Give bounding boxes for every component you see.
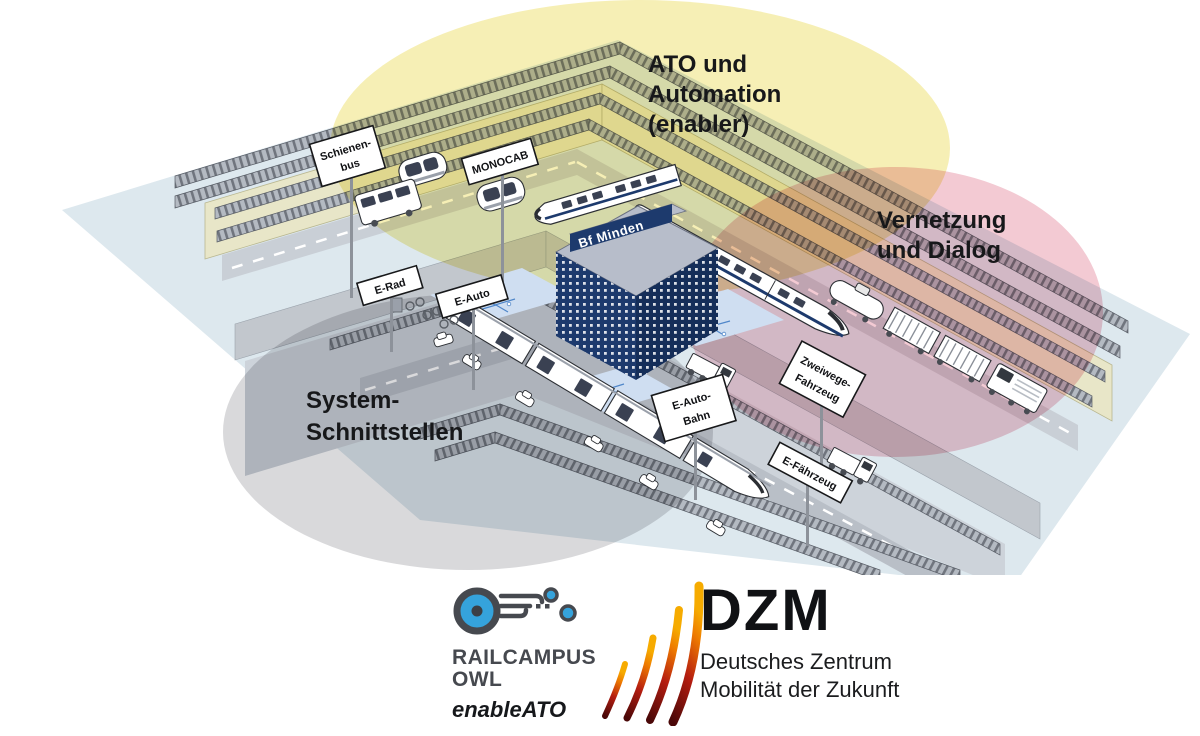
sign-zweiwege: Zweiwege- Fahrzeug (778, 339, 867, 419)
sign-e-auto: E-Auto (434, 273, 510, 320)
region-vernetzung-label: Vernetzung und Dialog (877, 207, 1006, 264)
regional-train (534, 163, 682, 225)
dzm-logo-abbr: DZM (700, 578, 832, 643)
station-facade-dots (556, 252, 636, 380)
boxcar (933, 334, 992, 383)
dzm-logo-arcs (595, 576, 715, 727)
region-ato-label: ATO und Automation (enabler) (648, 51, 781, 138)
sign-e-rad: E-Rad (355, 264, 424, 307)
railcampus-logo: RAILCAMPUS OWL enableATO (452, 582, 652, 723)
dzm-logo-subtitle: Deutsches Zentrum Mobilität der Zukunft (700, 648, 1020, 704)
railcampus-logo-name: RAILCAMPUS (452, 646, 596, 669)
sign-post (820, 400, 823, 468)
schienenbus-vehicle (354, 178, 422, 227)
railcampus-logo-icon (453, 587, 577, 635)
region-system-label: System- Schnittstellen (306, 387, 463, 446)
boxcar (882, 306, 942, 355)
sign-post (350, 172, 353, 298)
railcampus-logo-name2: OWL (452, 668, 503, 691)
sign-post (806, 482, 809, 546)
sign-schienenbus: Schienen- bus (308, 124, 387, 188)
dzm-subtitle-line2: Mobilität der Zukunft (700, 677, 900, 702)
dzm-logo: DZM Deutsches Zentrum Mobilität der Zuku… (700, 582, 1020, 704)
locomotive (986, 363, 1048, 415)
dzm-logo-icon (602, 581, 704, 727)
svg-text:Automation: Automation (648, 81, 781, 108)
station-building: Bf Minden (554, 203, 720, 380)
svg-text:System-: System- (306, 387, 399, 414)
station-facade-dots (636, 248, 718, 380)
road-band (512, 332, 955, 575)
railcampus-tagline: enableATO (452, 697, 567, 722)
tram-train (445, 295, 771, 499)
scene-illustration: Bf Minden Schienen- bus MONOCAB E-Rad E-… (62, 0, 1190, 575)
freight-train (829, 280, 1048, 415)
svg-text:bus: bus (339, 157, 361, 174)
svg-text:und Dialog: und Dialog (877, 237, 1001, 264)
sign-post (694, 428, 697, 500)
svg-text:ATO und: ATO und (648, 51, 747, 78)
region-system-ellipse (223, 294, 713, 570)
dzm-subtitle-line1: Deutsches Zentrum (700, 649, 892, 674)
sign-e-auto-bahn: E-Auto- Bahn (650, 373, 738, 443)
svg-text:(enabler): (enabler) (648, 111, 749, 138)
sign-post (501, 170, 504, 282)
sign-monocab: MONOCAB (460, 137, 540, 186)
svg-text:Schnittstellen: Schnittstellen (306, 419, 463, 446)
sign-post (390, 294, 393, 352)
svg-text:Vernetzung: Vernetzung (877, 207, 1006, 234)
sign-post (472, 306, 475, 390)
